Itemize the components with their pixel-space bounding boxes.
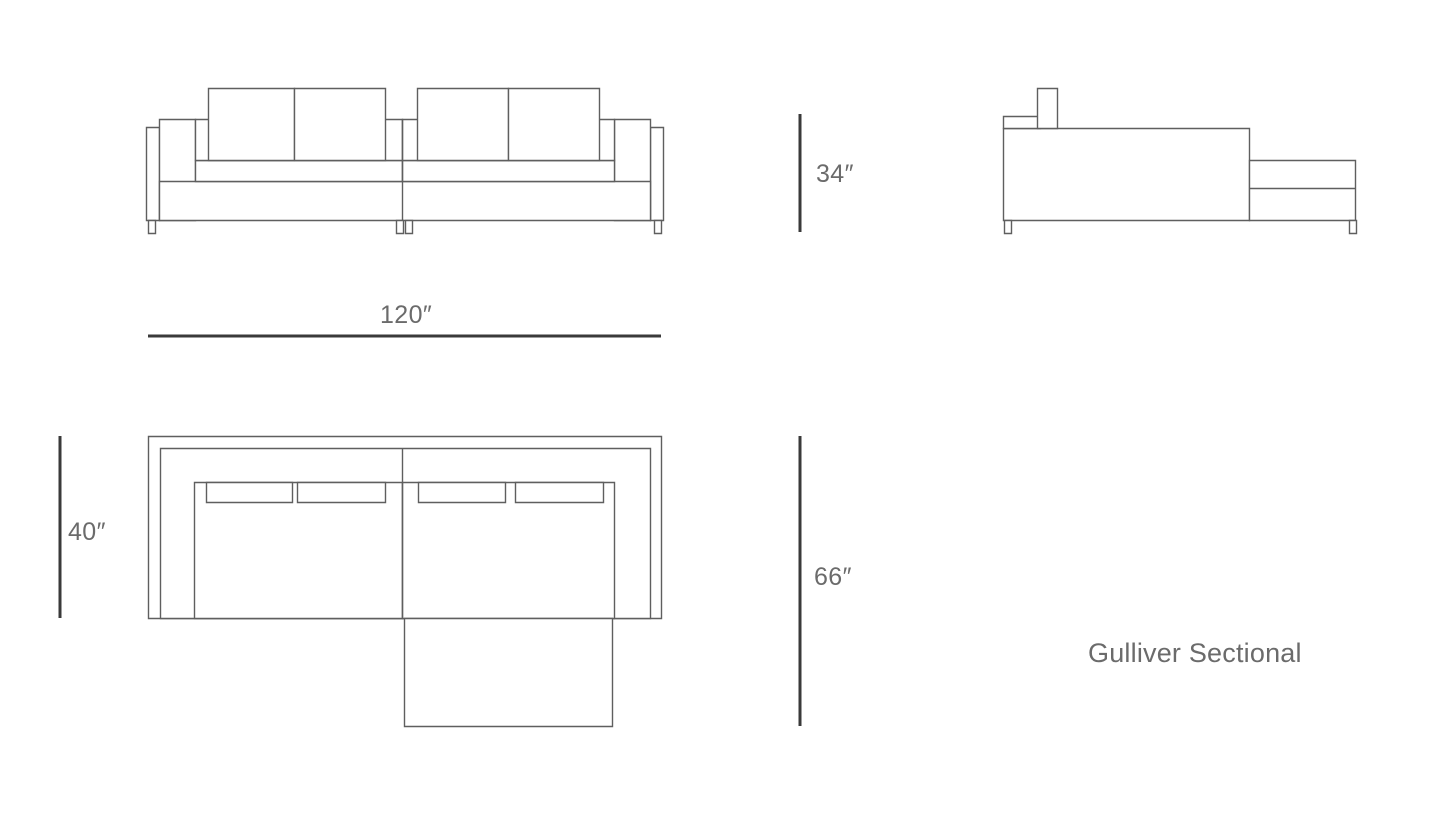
front-leg-center-left: [397, 221, 404, 234]
side-back-cushion-edge: [1038, 89, 1058, 129]
height-dimension-label: 34″: [816, 160, 854, 188]
width-dimension-label: 120″: [380, 301, 433, 329]
plan-seat-module-right: [403, 483, 615, 619]
side-leg-right: [1350, 221, 1357, 234]
plan-back-cushion-2: [298, 483, 386, 503]
front-elevation-view: [147, 89, 664, 234]
plan-seat-module-left: [195, 483, 403, 619]
front-leg-right: [655, 221, 662, 234]
plan-back-cushion-3: [419, 483, 506, 503]
side-chaise-extension: [1250, 161, 1356, 221]
plan-view: [149, 437, 662, 727]
plan-back-cushion-4: [516, 483, 604, 503]
front-leg-center-right: [406, 221, 413, 234]
front-back-cushion-1: [209, 89, 295, 161]
plan-chaise-extension: [405, 619, 613, 727]
side-arm-top: [1004, 117, 1041, 129]
side-body-block: [1004, 129, 1250, 221]
side-leg-left: [1005, 221, 1012, 234]
front-back-cushion-4: [509, 89, 600, 161]
chaise-depth-dimension-label: 66″: [814, 563, 852, 591]
front-right-outer-arm: [651, 128, 664, 221]
front-body-base: [160, 182, 651, 221]
front-back-cushion-2: [295, 89, 386, 161]
front-leg-left: [149, 221, 156, 234]
depth-dimension-label: 40″: [68, 518, 106, 546]
front-back-cushion-3: [418, 89, 509, 161]
front-seat-cushion-right: [403, 161, 615, 182]
front-left-outer-arm: [147, 128, 160, 221]
side-elevation-view: [1004, 89, 1357, 234]
product-title: Gulliver Sectional: [1088, 638, 1302, 668]
front-seat-cushion-left: [196, 161, 403, 182]
plan-back-cushion-1: [207, 483, 293, 503]
